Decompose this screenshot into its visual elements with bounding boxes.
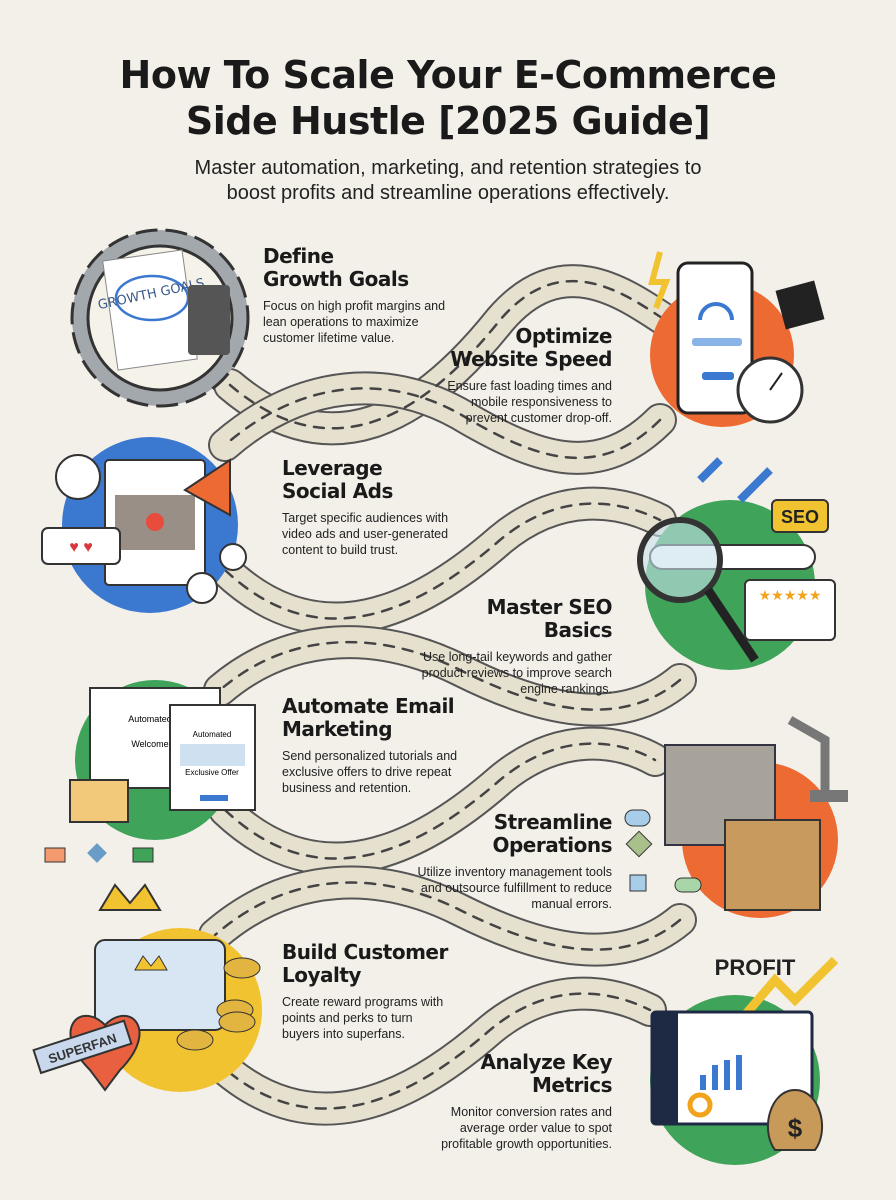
svg-text:$: $ [788,1113,803,1143]
svg-text:Exclusive Offer: Exclusive Offer [185,768,239,777]
svg-text:SEO: SEO [781,507,819,527]
step-description: Send personalized tutorials and exclusiv… [282,749,458,795]
warehouse-box-icon [624,716,848,918]
growth-goals-icon: GROWTH GOALS [70,228,250,408]
road-center-lines [213,279,682,1110]
speed-phone-icon [648,251,825,427]
page-subtitle: Master automation, marketing, and retent… [194,157,702,204]
email-icon: Automated Welcome Automated Exclusive Of… [44,680,256,863]
magnifier-icon: SEO ★★★★★ [637,457,836,670]
svg-text:♥ ♥: ♥ ♥ [69,539,92,556]
step-description: Monitor conversion rates and average ord… [441,1105,612,1151]
svg-text:PROFIT: PROFIT [715,955,796,980]
step-description: Ensure fast loading times and mobile res… [447,379,612,425]
svg-text:Automated: Automated [193,730,232,739]
step-description: Utilize inventory management tools and o… [417,865,612,911]
svg-text:Automated: Automated [128,714,172,724]
step-description: Target specific audiences with video ads… [282,511,449,557]
page-title: How To Scale Your E-Commerce Side Hustle… [119,53,777,143]
megaphone-icon: ♥ ♥ [41,437,247,613]
dashboard-icon: PROFIT $ [650,955,839,1165]
step-description: Use long-tail keywords and gather produc… [421,650,612,696]
step-description: Create reward programs with points and p… [282,995,444,1041]
crown-card-icon: SUPERFAN [32,883,262,1092]
svg-text:★★★★★: ★★★★★ [759,587,822,603]
step-description: Focus on high profit margins and lean op… [263,299,446,345]
svg-text:Welcome: Welcome [131,739,168,749]
